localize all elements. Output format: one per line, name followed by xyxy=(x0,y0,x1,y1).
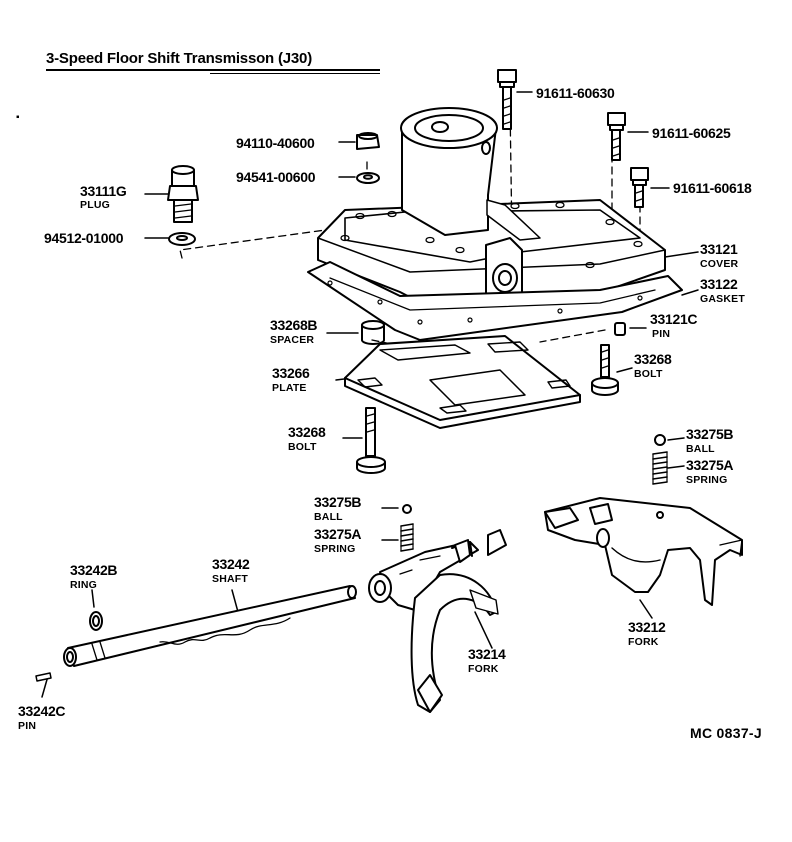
label-cover-number: 33121 xyxy=(700,241,738,257)
spring-33275A-right xyxy=(652,451,668,485)
diagram-title: 3-Speed Floor Shift Transmisson (J30) xyxy=(46,50,312,67)
spring-33275A-left xyxy=(400,523,414,552)
label-gasketwasher-number: 94512-01000 xyxy=(44,230,124,246)
spacer-33268B xyxy=(361,320,385,345)
label-bolt4-number: 33268 xyxy=(634,351,672,367)
bolt-33268-right xyxy=(591,344,619,396)
label-plug-name: PLUG xyxy=(80,199,110,211)
bolt-91611-60630 xyxy=(497,69,517,130)
label-bolt3-number: 91611-60618 xyxy=(673,180,752,196)
title-underline xyxy=(46,69,380,71)
label-spring1-number: 33275A xyxy=(686,457,734,473)
label-bolt5-name: BOLT xyxy=(288,441,317,453)
diagram-code: MC 0837-J xyxy=(690,725,762,741)
label-spring1-name: SPRING xyxy=(686,474,728,486)
label-nut-number: 94110-40600 xyxy=(236,135,315,151)
pin-33121C xyxy=(614,322,626,336)
label-ball2-name: BALL xyxy=(314,511,343,523)
fork-33214 xyxy=(368,529,507,713)
label-bolt1-number: 91611-60630 xyxy=(536,85,615,101)
gasket-washer-94512-01000 xyxy=(168,232,196,246)
bolt-91611-60618 xyxy=(630,167,649,208)
label-bolt4-name: BOLT xyxy=(634,368,663,380)
washer-94541-00600 xyxy=(356,172,380,184)
label-fork1-number: 33214 xyxy=(468,646,506,662)
cover-33121 xyxy=(317,107,666,306)
label-bolt5-number: 33268 xyxy=(288,424,326,440)
pin-33242C xyxy=(35,672,52,682)
label-bolt2-number: 91611-60625 xyxy=(652,125,731,141)
label-plate-number: 33266 xyxy=(272,365,310,381)
label-gasket-name: GASKET xyxy=(700,293,745,305)
plate-33266 xyxy=(344,335,581,429)
gasket-33122 xyxy=(307,261,683,341)
label-fork1-name: FORK xyxy=(468,663,499,675)
label-ball1-name: BALL xyxy=(686,443,715,455)
label-washer-number: 94541-00600 xyxy=(236,169,316,185)
nut-94110-40600 xyxy=(356,132,380,150)
title-underline-short xyxy=(210,73,380,74)
margin-mark: ▪ xyxy=(16,112,20,123)
label-cover-name: COVER xyxy=(700,258,739,270)
ball-33275B-right xyxy=(654,434,666,446)
fork-33212 xyxy=(544,497,743,606)
label-pin1-name: PIN xyxy=(652,328,671,340)
label-fork2-name: FORK xyxy=(628,636,659,648)
ball-33275B-left xyxy=(402,504,412,514)
label-pin2-number: 33242C xyxy=(18,703,66,719)
label-spacer-number: 33268B xyxy=(270,317,318,333)
label-ball1-number: 33275B xyxy=(686,426,734,442)
label-gasket-number: 33122 xyxy=(700,276,738,292)
label-ring-name: RING xyxy=(70,579,98,591)
label-pin2-name: PIN xyxy=(18,720,37,732)
label-shaft-name: SHAFT xyxy=(212,573,248,585)
label-ring-number: 33242B xyxy=(70,562,118,578)
label-fork2-number: 33212 xyxy=(628,619,666,635)
label-spring2-number: 33275A xyxy=(314,526,362,542)
label-spacer-name: SPACER xyxy=(270,334,315,346)
ring-33242B xyxy=(89,611,103,631)
label-shaft-number: 33242 xyxy=(212,556,250,572)
leader-lines xyxy=(41,91,699,698)
bolt-91611-60625 xyxy=(607,112,626,161)
label-ball2-number: 33275B xyxy=(314,494,362,510)
label-plug-number: 33111G xyxy=(80,183,127,199)
shaft-33242 xyxy=(63,585,357,667)
plug-33111G xyxy=(167,165,199,223)
bolt-33268-left xyxy=(356,407,386,474)
label-pin1-number: 33121C xyxy=(650,311,698,327)
label-plate-name: PLATE xyxy=(272,382,307,394)
label-spring2-name: SPRING xyxy=(314,543,356,555)
